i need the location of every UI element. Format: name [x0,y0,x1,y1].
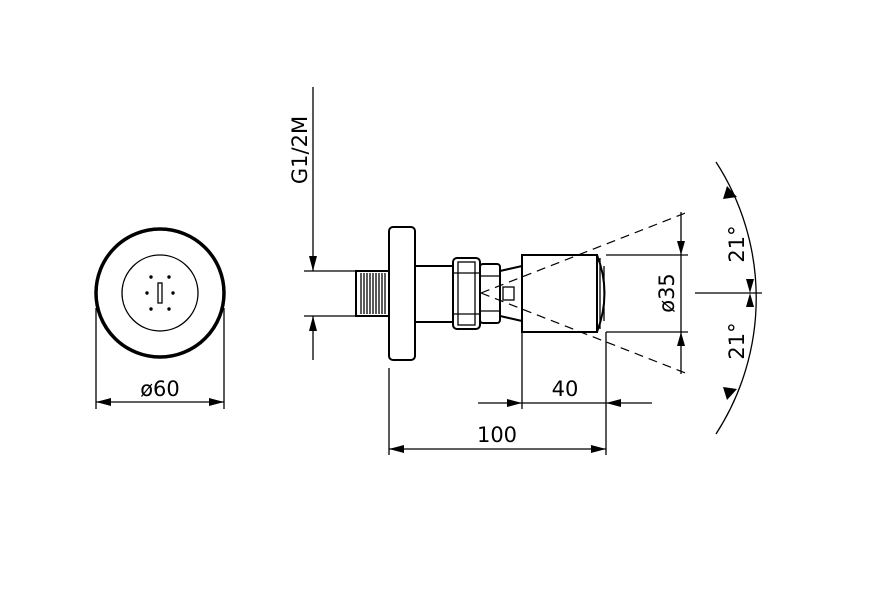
arc-arrow-3 [746,293,754,307]
thread-dim-arrow-bottom [309,316,317,331]
angle-bottom-label: 21° [725,322,749,359]
len100-arrow-right [591,445,606,453]
total-length-label: 100 [477,423,517,447]
body-dim-arrow-bottom [677,332,685,346]
front-nozzle-face [121,254,199,332]
front-dim-arrow-left [96,398,111,406]
thread-dim-arrow-top [309,256,317,271]
body-length-label: 40 [552,377,579,401]
arc-arrow-1 [723,186,737,199]
spray-line-top [480,211,689,294]
front-view: ø60 [94,227,226,409]
wall-flange [388,226,416,361]
side-view: 21° 21° ø35 G1/2M 40 100 [288,87,762,455]
ball-pin [502,286,515,301]
len40-arrow-right [606,399,621,407]
front-dim-arrow-right [209,398,224,406]
nozzle-body [521,254,598,333]
angle-top-label: 21° [725,225,749,262]
arc-arrow-4 [723,387,737,400]
body-diameter-label: ø35 [655,273,679,313]
len100-arrow-left [389,445,404,453]
front-outer-rim [94,227,226,359]
hex-nut-inner [457,261,476,326]
arc-arrow-2 [746,279,754,293]
face-diameter-label: ø60 [140,377,180,401]
front-slot [157,282,163,304]
thread-label: G1/2M [288,116,312,184]
hex-nut [452,257,481,330]
front-holes [145,275,175,311]
len40-arrow-left [507,399,522,407]
thread-hatching [360,273,386,314]
stem-body [414,265,454,323]
spray-line-bottom [480,292,689,375]
body-dim-arrow-top [677,241,685,255]
